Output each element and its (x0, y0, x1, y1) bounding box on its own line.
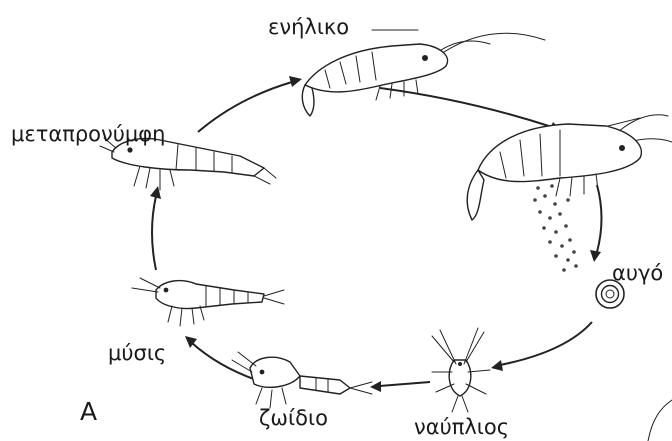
arrow-adult-to-gravid (380, 88, 555, 128)
label-postlarva: μεταπρονύμφη (11, 122, 165, 146)
arrow-nauplius-to-zoea (380, 382, 430, 386)
label-mysis: μύσις (108, 341, 166, 365)
arrow-postlarva-to-adult (198, 82, 292, 132)
zoea-larva-icon (232, 352, 372, 408)
label-nauplius: ναύπλιος (414, 415, 509, 439)
shrimp-egg-bearing-icon (467, 115, 672, 272)
label-zoea: ζωίδιο (259, 406, 328, 430)
label-egg: αυγό (612, 261, 663, 285)
cycle-arrows (150, 76, 602, 392)
adjacent-panel-edge (648, 400, 672, 441)
arrow-egg-to-nauplius (500, 322, 592, 365)
egg-cluster (533, 184, 578, 272)
mysis-larva-icon (132, 278, 284, 326)
nauplius-larva-icon (432, 328, 490, 412)
shrimp-adult-icon (302, 30, 545, 116)
label-adult: ενήλικο (268, 15, 349, 39)
arrow-gravid-to-egg (597, 185, 602, 252)
arrow-mysis-to-postlarva (152, 196, 156, 270)
panel-letter: A (80, 397, 97, 426)
